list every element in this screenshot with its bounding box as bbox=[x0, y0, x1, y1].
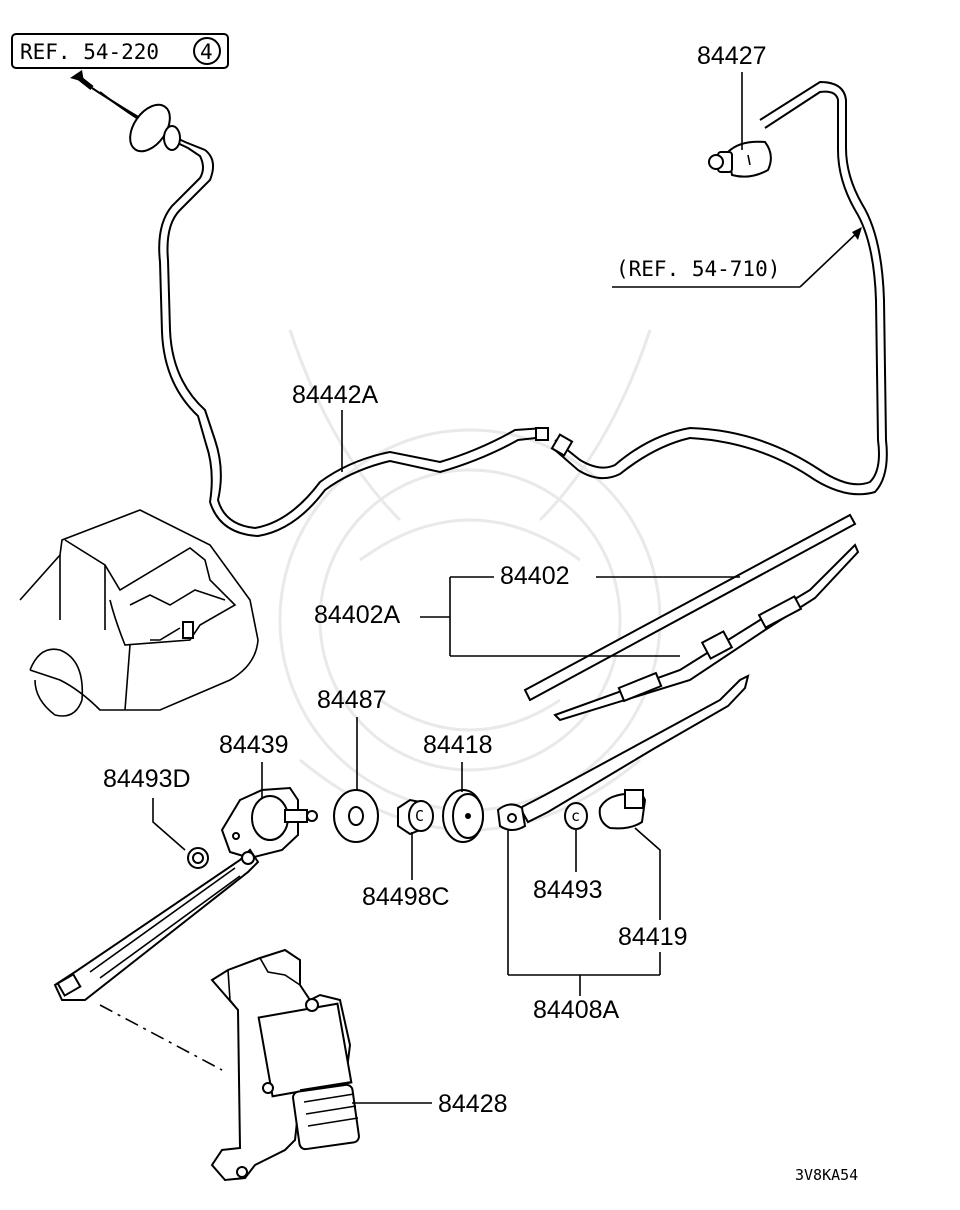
cap-84418[interactable] bbox=[442, 789, 484, 843]
svg-text:C: C bbox=[415, 807, 424, 825]
reference-text: REF. 54-220 bbox=[20, 40, 159, 64]
washer-nozzle-84427[interactable] bbox=[708, 140, 772, 178]
hose-84442A bbox=[91, 87, 549, 538]
label-84439: 84439 bbox=[219, 731, 289, 759]
label-84402: 84402 bbox=[500, 562, 570, 590]
label-84419: 84419 bbox=[618, 923, 688, 951]
bushing-84498C[interactable]: C bbox=[397, 798, 434, 836]
label-84408A: 84408A bbox=[533, 996, 620, 1024]
washer-84487[interactable] bbox=[333, 789, 379, 843]
reference-box-top-left[interactable]: REF. 54-220 4 bbox=[11, 33, 229, 69]
reference-text-right: (REF. 54-710) bbox=[616, 257, 780, 281]
label-84428: 84428 bbox=[438, 1090, 508, 1118]
guide-line bbox=[99, 1004, 223, 1071]
bracket-84408A bbox=[507, 830, 661, 996]
label-84487: 84487 bbox=[317, 686, 387, 714]
nut-84493D[interactable] bbox=[187, 847, 209, 869]
label-84402A: 84402A bbox=[314, 601, 401, 629]
wiper-motor-84428[interactable] bbox=[210, 948, 360, 1182]
wiper-arm-84408A[interactable] bbox=[496, 674, 750, 831]
label-84498C: 84498C bbox=[362, 883, 450, 911]
cover-84419[interactable] bbox=[598, 788, 647, 830]
bracket-84402 bbox=[420, 576, 740, 657]
label-84493D: 84493D bbox=[103, 765, 191, 793]
vehicle-rear-illustration bbox=[19, 509, 259, 717]
arrow-icon bbox=[70, 70, 94, 90]
wiper-blade-84402[interactable] bbox=[523, 513, 860, 722]
hose-rear-right bbox=[550, 80, 888, 496]
label-84418: 84418 bbox=[423, 731, 493, 759]
label-84427: 84427 bbox=[697, 42, 767, 70]
pivot-84439[interactable] bbox=[220, 786, 318, 860]
linkage-rod[interactable] bbox=[53, 848, 260, 1001]
diagram-code: 3V8KA54 bbox=[795, 1166, 858, 1184]
svg-text:c: c bbox=[571, 807, 580, 825]
reference-leader-right bbox=[612, 227, 862, 288]
label-84442A: 84442A bbox=[292, 381, 379, 409]
label-84493: 84493 bbox=[533, 876, 603, 904]
nut-84493[interactable]: c bbox=[564, 802, 588, 830]
reference-badge: 4 bbox=[200, 40, 213, 64]
